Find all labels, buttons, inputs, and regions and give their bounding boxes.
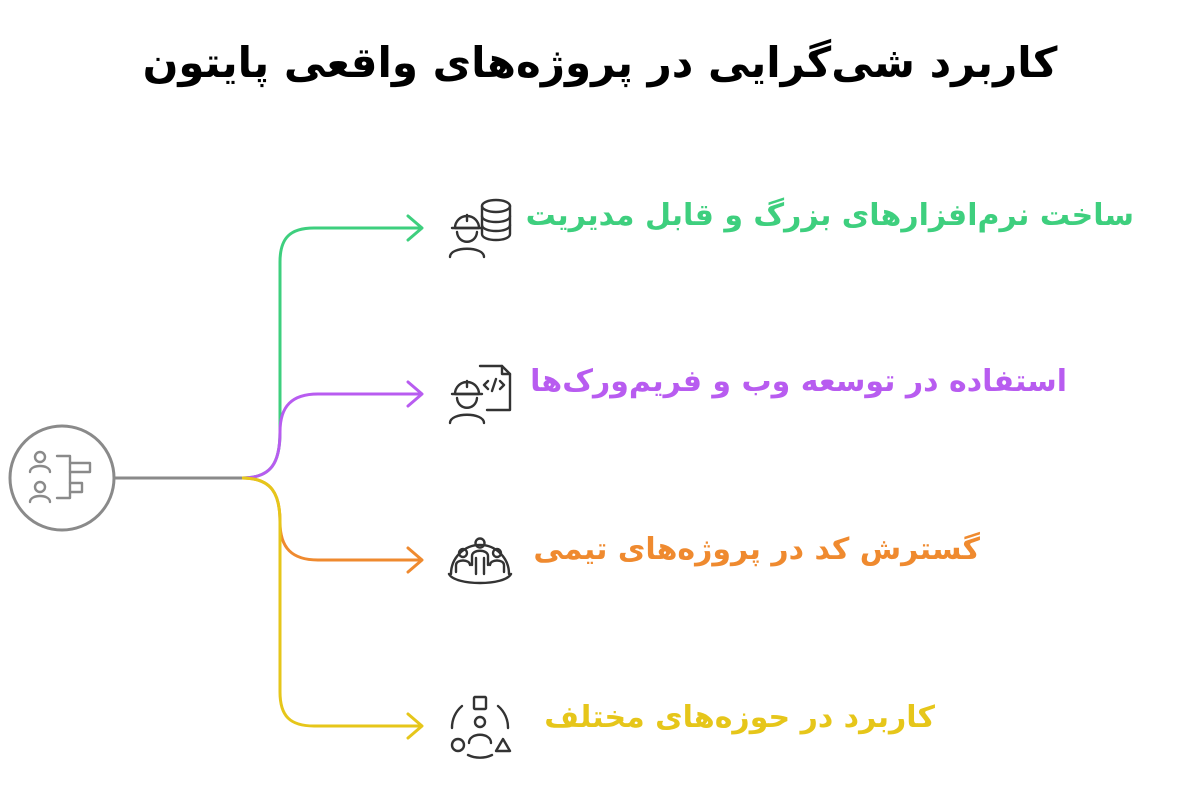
person-shapes-icon — [450, 695, 512, 759]
branch-3-arrow — [406, 546, 424, 574]
page-title: کاربرد شی‌گرایی در پروژه‌های واقعی پایتو… — [142, 38, 1058, 87]
branch-1-connector — [241, 226, 420, 480]
branch-label-3: گسترش کد در پروژه‌های تیمی — [533, 532, 980, 567]
engineer-database-icon — [448, 198, 512, 259]
branch-2-connector — [241, 392, 420, 480]
branch-1-arrow — [406, 214, 424, 242]
branch-label-4: کاربرد در حوزه‌های مختلف — [544, 700, 935, 735]
team-group-icon — [447, 537, 513, 585]
developer-code-file-icon — [448, 364, 512, 425]
branch-2-arrow — [406, 380, 424, 408]
branch-4-arrow — [406, 712, 424, 740]
branch-label-2: استفاده در توسعه وب و فریم‌ورک‌ها — [530, 364, 1067, 399]
team-hierarchy-icon — [8, 424, 116, 532]
branch-label-1: ساخت نرم‌افزارهای بزرگ و قابل مدیریت — [525, 198, 1134, 233]
branch-4-connector — [241, 476, 420, 728]
branch-3-connector — [241, 476, 420, 562]
